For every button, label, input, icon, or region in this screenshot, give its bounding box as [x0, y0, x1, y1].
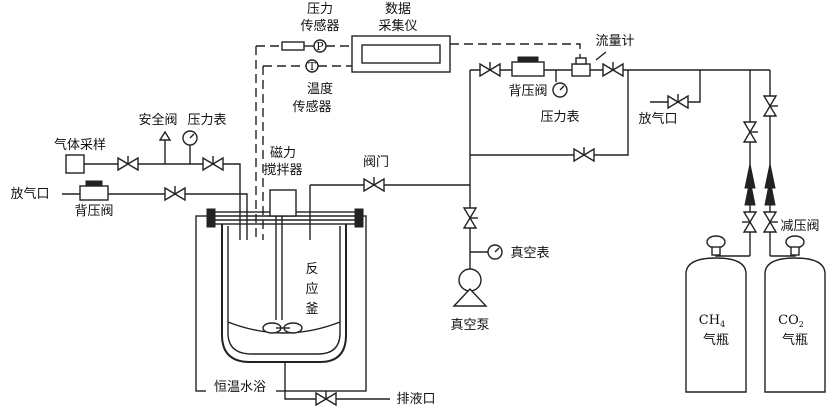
valve-top-right	[602, 62, 624, 78]
reactor-label-1: 反	[305, 262, 318, 277]
back-pressure-valve-left-label: 背压阀	[74, 204, 113, 219]
valve-vent-right	[667, 94, 689, 110]
temp-sensor-label-2: 传感器	[292, 99, 331, 115]
pressure-sensor-label-2: 传感器	[300, 18, 339, 34]
valve-gate	[363, 177, 385, 193]
pressure-sensor	[281, 41, 305, 51]
co2-formula: CO2	[778, 313, 804, 329]
valve-vacuum	[462, 207, 478, 229]
vacuum-pump-label: 真空泵	[450, 318, 489, 333]
safety-valve	[158, 130, 172, 141]
data-acquisition-label-1: 数据	[385, 2, 411, 17]
back-pressure-valve-top	[511, 56, 545, 77]
data-acquisition-label-2: 采集仪	[378, 18, 417, 34]
gauge-t-letter: T	[308, 60, 316, 73]
stirrer-label-2: 搅拌器	[263, 162, 302, 178]
valve-bypass	[573, 147, 595, 163]
safety-valve-label: 安全阀	[138, 112, 177, 128]
magnetic-stirrer	[262, 189, 303, 334]
flow-meter-label: 流量计	[595, 34, 634, 49]
ch4-formula: CH4	[699, 313, 725, 329]
valve-vent-left	[164, 186, 186, 202]
valve-reactor-inlet-left	[202, 156, 224, 172]
pressure-gauge-right-label: 压力表	[540, 110, 579, 125]
ch4-cylinder	[685, 235, 747, 393]
gas-sampling-box	[65, 154, 85, 174]
stirrer-label-1: 磁力	[270, 146, 296, 161]
valve-co2-upper	[762, 95, 778, 117]
valve-gate-label: 阀门	[363, 155, 389, 170]
reducing-valve-ch4	[744, 163, 756, 206]
data-acquisition-box	[351, 35, 451, 73]
valve-drain	[315, 391, 337, 407]
valve-co2-lower	[762, 211, 778, 233]
co2-cylinder	[764, 235, 826, 393]
valve-top-left	[479, 62, 501, 78]
reducing-valve-co2	[764, 163, 776, 206]
pressure-gauge-left-label: 压力表	[187, 113, 226, 128]
flow-meter	[571, 57, 591, 77]
valve-gas-sampling	[117, 156, 139, 172]
water-bath	[195, 215, 367, 392]
gas-sampling-label: 气体采样	[54, 137, 106, 153]
back-pressure-valve-left	[79, 180, 109, 201]
vacuum-gauge-label: 真空表	[510, 246, 549, 261]
water-bath-label: 恒温水浴	[214, 380, 266, 395]
reactor-label-3: 釜	[305, 302, 318, 317]
temp-sensor-label-1: 温度	[307, 81, 333, 97]
valve-ch4-lower	[742, 211, 758, 233]
reducing-valve-label: 减压阀	[780, 219, 819, 234]
gauge-p-letter: P	[316, 40, 324, 53]
drain-label: 排液口	[396, 392, 435, 407]
ch4-cylinder-name: 气瓶	[703, 332, 729, 348]
co2-cylinder-name: 气瓶	[782, 332, 808, 348]
back-pressure-valve-top-label: 背压阀	[508, 84, 547, 99]
valve-ch4-upper	[742, 121, 758, 143]
vent-right-label: 放气口	[638, 111, 677, 127]
vacuum-pump	[452, 268, 488, 307]
pressure-sensor-label-1: 压力	[307, 2, 333, 17]
reactor-label-2: 应	[305, 281, 318, 297]
vent-left-label: 放气口	[10, 186, 49, 202]
